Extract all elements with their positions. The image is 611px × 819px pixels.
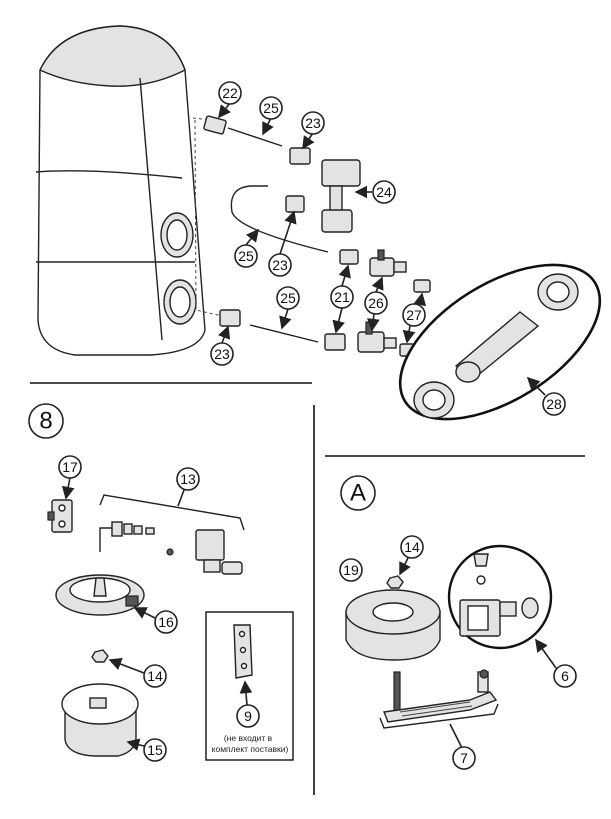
plate-16 bbox=[55, 574, 145, 616]
label-17: 17 bbox=[62, 459, 78, 475]
fitting-21-lower bbox=[324, 333, 346, 351]
plate-9 bbox=[233, 624, 253, 679]
bracket-7 bbox=[383, 669, 498, 723]
tube-25-lower bbox=[249, 324, 319, 343]
section-8-title: 8 bbox=[39, 408, 52, 435]
label-23-upper: 23 bbox=[305, 115, 321, 131]
label-26: 26 bbox=[368, 295, 384, 311]
fitting-27-upper bbox=[413, 279, 431, 293]
solenoid-6 bbox=[447, 544, 553, 650]
label-7: 7 bbox=[460, 750, 468, 766]
fitting-21-upper bbox=[339, 249, 359, 265]
label-6: 6 bbox=[561, 668, 569, 684]
fitting-22 bbox=[203, 115, 227, 135]
note-line-1: (не входит в bbox=[224, 733, 273, 743]
bracket-17 bbox=[47, 499, 73, 533]
label-9: 9 bbox=[244, 708, 252, 724]
valve-26-upper bbox=[369, 249, 407, 277]
label-25-upper: 25 bbox=[263, 100, 279, 116]
hose-25-loop bbox=[230, 185, 329, 253]
valve-26-lower bbox=[357, 321, 397, 353]
label-25-lower: 25 bbox=[280, 290, 296, 306]
section-A: A 19 14 6 bbox=[339, 475, 577, 770]
label-19: 19 bbox=[343, 562, 359, 578]
label-25-loop: 25 bbox=[238, 248, 254, 264]
fitting-23-middle bbox=[285, 195, 305, 213]
valve-assembly-13 bbox=[99, 521, 243, 575]
label-16: 16 bbox=[158, 614, 174, 630]
ring-19 bbox=[345, 589, 441, 661]
nut-14-section-A bbox=[386, 575, 404, 589]
cover-15 bbox=[61, 683, 139, 757]
label-23-middle: 23 bbox=[272, 257, 288, 273]
label-21: 21 bbox=[334, 289, 350, 305]
label-24: 24 bbox=[376, 184, 392, 200]
tube-25-upper bbox=[227, 127, 283, 147]
note-line-2: комплект поставки) bbox=[212, 744, 289, 754]
fitting-23-upper bbox=[289, 147, 311, 165]
label-14-section-A: 14 bbox=[404, 539, 420, 555]
label-27: 27 bbox=[406, 307, 422, 323]
label-13: 13 bbox=[180, 471, 196, 487]
bypass-24 bbox=[321, 159, 361, 233]
softener-housing bbox=[35, 25, 223, 356]
section-A-title: A bbox=[350, 480, 366, 507]
label-22: 22 bbox=[222, 85, 238, 101]
label-28: 28 bbox=[546, 396, 562, 412]
connector-kit-28 bbox=[398, 263, 602, 421]
section-8: 8 17 13 bbox=[28, 403, 294, 762]
nut-14-section-8 bbox=[91, 649, 109, 663]
callouts-top: 22 25 23 24 25 23 21 26 27 25 23 bbox=[210, 81, 566, 416]
label-23-lower: 23 bbox=[214, 346, 230, 362]
label-15: 15 bbox=[147, 742, 163, 758]
fitting-23-lower bbox=[219, 309, 241, 327]
label-14-section-8: 14 bbox=[147, 668, 163, 684]
